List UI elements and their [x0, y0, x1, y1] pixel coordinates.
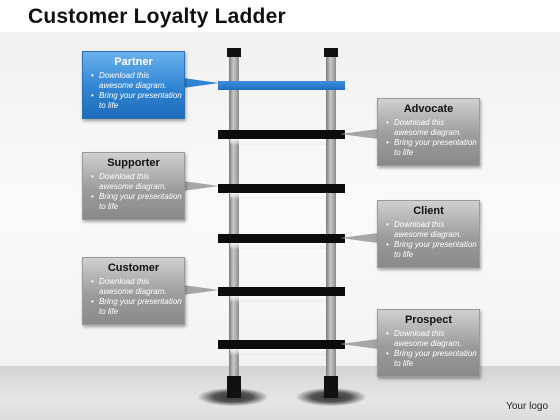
stage-bullets: Download this awesome diagram. Bring you… [83, 172, 184, 212]
stage-title: Client [413, 205, 444, 217]
ladder-right-rail [326, 56, 336, 382]
rung-shine [230, 193, 326, 199]
stage-bullet: Bring your presentation to life [91, 192, 184, 212]
stage-bullet: Bring your presentation to life [91, 91, 184, 111]
prospect-pointer [340, 339, 378, 349]
rung-shine [230, 139, 326, 145]
stage-bullet: Bring your presentation to life [386, 349, 479, 369]
stage-bullets: Download this awesome diagram. Bring you… [83, 277, 184, 317]
stage-title: Prospect [404, 314, 453, 326]
stage-box-partner: Partner Download this awesome diagram. B… [82, 51, 185, 119]
stage-bullets: Download this awesome diagram. Bring you… [83, 71, 184, 111]
logo-placeholder: Your logo [506, 401, 548, 412]
stage-title: Customer [107, 262, 160, 274]
rung-shine [230, 296, 326, 302]
stage-bullet: Download this awesome diagram. [386, 329, 479, 349]
ladder-rung-customer [218, 287, 345, 296]
stage-title: Partner [114, 56, 153, 68]
stage-bullet: Bring your presentation to life [91, 297, 184, 317]
stage-bullets: Download this awesome diagram. Bring you… [378, 118, 479, 158]
stage-bullets: Download this awesome diagram. Bring you… [378, 220, 479, 260]
stage-bullet: Download this awesome diagram. [91, 172, 184, 192]
advocate-pointer [340, 129, 378, 139]
stage-bullet: Download this awesome diagram. [386, 118, 479, 138]
supporter-pointer [183, 181, 219, 191]
ladder-rung-advocate [218, 130, 345, 139]
stage-box-advocate: Advocate Download this awesome diagram. … [377, 98, 480, 166]
stage-title: Advocate [403, 103, 454, 115]
rung-shine [230, 243, 326, 249]
stage-box-client: Client Download this awesome diagram. Br… [377, 200, 480, 268]
client-pointer [340, 233, 378, 243]
stage-box-supporter: Supporter Download this awesome diagram.… [82, 152, 185, 220]
ladder-rung-prospect [218, 340, 345, 349]
stage-bullet: Download this awesome diagram. [91, 277, 184, 297]
stage-box-customer: Customer Download this awesome diagram. … [82, 257, 185, 325]
ladder-right-cap [324, 48, 338, 57]
ladder-rung-partner [218, 81, 345, 90]
stage-bullets: Download this awesome diagram. Bring you… [378, 329, 479, 369]
stage-bullet: Bring your presentation to life [386, 240, 479, 260]
stage-bullet: Download this awesome diagram. [91, 71, 184, 91]
ladder-left-cap [227, 48, 241, 57]
stage-box-prospect: Prospect Download this awesome diagram. … [377, 309, 480, 377]
ladder-rung-client [218, 234, 345, 243]
stage-title: Supporter [107, 157, 160, 169]
stage-bullet: Bring your presentation to life [386, 138, 479, 158]
partner-pointer [183, 78, 219, 88]
ladder-left-foot [227, 376, 241, 398]
customer-pointer [183, 285, 219, 295]
ladder-right-foot [324, 376, 338, 398]
ladder-rung-supporter [218, 184, 345, 193]
stage-bullet: Download this awesome diagram. [386, 220, 479, 240]
page-title: Customer Loyalty Ladder [28, 5, 286, 28]
rung-shine [230, 349, 326, 355]
ladder-left-rail [229, 56, 239, 382]
